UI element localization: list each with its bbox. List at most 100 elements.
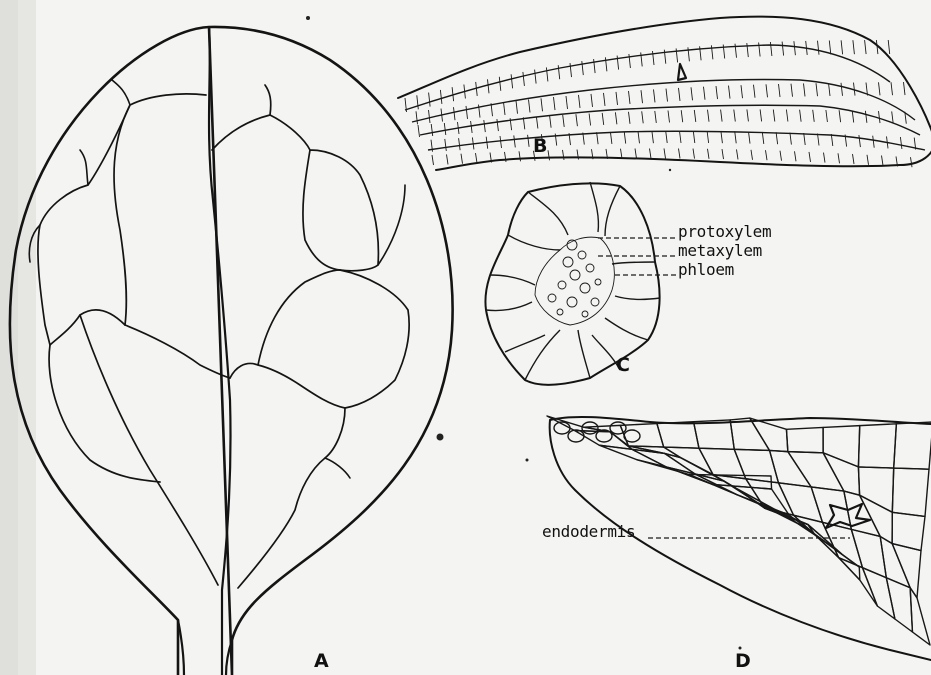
root-cell-wall [624, 132, 626, 144]
root-cell-wall [900, 137, 902, 149]
root-cell-wall [440, 90, 442, 104]
vein-left-loop [49, 310, 160, 482]
root-cell-wall [484, 120, 486, 132]
root-cell-wall [535, 70, 537, 84]
root-cell-wall [888, 40, 890, 54]
tip-cell [610, 422, 626, 434]
root-cell-wall [629, 112, 631, 124]
root-cell-wall [790, 133, 792, 145]
root-cell-row-1 [405, 45, 890, 110]
root-cell-wall [546, 67, 548, 81]
root-cell-wall [879, 82, 881, 95]
root-cell-wall [519, 151, 521, 161]
root-cell-wall [766, 150, 768, 160]
root-cell-wall [680, 131, 682, 143]
root-cell-wall [791, 84, 793, 97]
root-cell-wall [794, 41, 796, 55]
root-cell-wall [558, 65, 560, 79]
root-cell-wall [500, 136, 502, 148]
root-cell-wall [668, 111, 670, 123]
panel-label-d: D [735, 652, 751, 671]
root-cell-wall [681, 110, 683, 122]
cross-section-outline [485, 183, 659, 384]
root-cell-wall [679, 149, 681, 159]
root-cell-wall [693, 131, 695, 143]
cortex-cell [750, 418, 788, 452]
root-cell-wall [729, 86, 731, 99]
cortex-cell [657, 422, 699, 448]
root-cell-wall [610, 132, 612, 144]
root-cell-wall [642, 111, 644, 123]
cortex-cell [760, 505, 824, 541]
root-cell-wall [852, 111, 854, 123]
root-cell-wall [563, 115, 565, 127]
root-cell-wall [741, 85, 743, 98]
panel-c-cross-section-drawing [485, 182, 676, 385]
root-cell-wall [773, 110, 775, 122]
root-cell-wall [523, 72, 525, 86]
root-cell-wall [754, 85, 756, 98]
root-cell-wall [597, 132, 599, 144]
root-cell-wall [591, 94, 593, 107]
root-cell-wall [652, 131, 654, 143]
root-cell-wall [809, 152, 811, 162]
vein-left-small-2 [112, 80, 130, 105]
root-cell-wall [416, 111, 418, 124]
root-cell-wall [504, 102, 506, 115]
root-cell-wall [594, 59, 596, 73]
root-cell-wall [721, 110, 723, 122]
root-cell-wall [782, 42, 784, 56]
root-cell-wall [800, 110, 802, 122]
root-cell-wall [635, 149, 637, 159]
root-cell-wall [471, 121, 473, 133]
root-cell-wall [813, 110, 815, 122]
root-cell-walls [405, 40, 916, 167]
root-cell-wall [779, 84, 781, 97]
cortex-cell [858, 424, 896, 468]
root-cell-wall [766, 84, 768, 97]
root-cell-wall [704, 87, 706, 100]
root-cell-wall [548, 150, 550, 160]
root-cell-wall [786, 110, 788, 122]
leaf-blade-outline [10, 27, 453, 675]
root-cell-wall [566, 96, 568, 109]
root-cell-wall [804, 83, 806, 96]
root-cell-wall [650, 149, 652, 159]
root-cell-wall [879, 111, 881, 123]
root-cell-wall [708, 149, 710, 159]
panel-label-c: C [616, 356, 630, 375]
root-cell-wall [604, 93, 606, 106]
root-cell-wall [747, 109, 749, 121]
root-cell-wall [865, 40, 867, 54]
root-cell-wall [759, 43, 761, 57]
root-cell-wall [445, 139, 447, 151]
root-cell-wall [654, 89, 656, 102]
root-cell-wall [839, 110, 841, 122]
root-cell-wall [570, 63, 572, 77]
root-cell-wall [615, 112, 617, 124]
root-cell-wall [476, 153, 478, 163]
root-cell-wall [497, 119, 499, 131]
panel-label-a: A [314, 652, 329, 671]
root-cell-wall [429, 93, 431, 107]
cortex-cell [844, 491, 880, 536]
root-cell-wall [780, 151, 782, 161]
scan-specks [306, 16, 742, 650]
root-cell-wall [841, 40, 843, 54]
cortex-cell [620, 424, 663, 447]
root-cell-wall [708, 110, 710, 122]
root-cell-wall [707, 131, 709, 143]
root-cell-wall [454, 107, 456, 120]
root-cell-wall [536, 117, 538, 129]
root-cell-wall [853, 154, 855, 164]
root-cell-wall [589, 114, 591, 126]
root-cell-wall [721, 131, 723, 143]
root-cell-wall [431, 124, 433, 136]
vein-right-upper [212, 115, 310, 150]
vein-left-upper [114, 94, 206, 325]
root-cell-wall [418, 125, 420, 137]
root-cell-wall [576, 114, 578, 126]
root-cell-wall [737, 149, 739, 159]
